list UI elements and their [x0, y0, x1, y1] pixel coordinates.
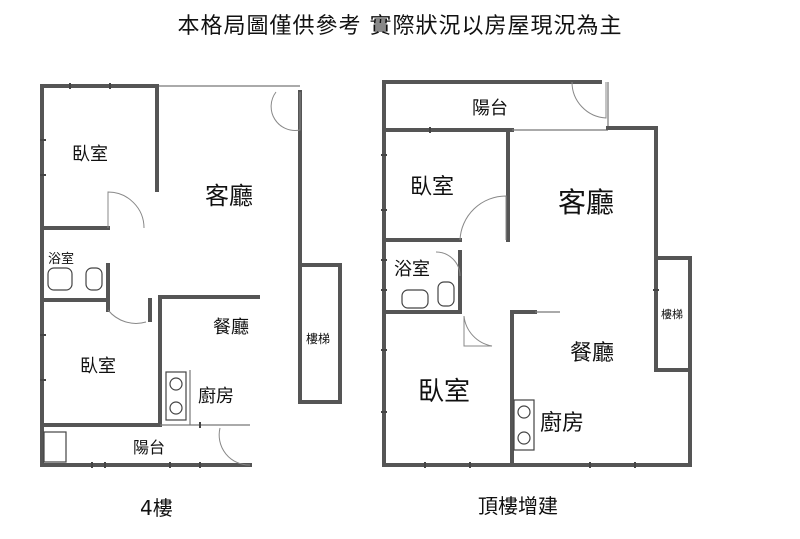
toilet-icon: [401, 289, 429, 309]
room-label-kitchen: 廚房: [540, 411, 584, 436]
floor-caption-4f: 4樓: [140, 496, 173, 520]
stove-icon: [165, 371, 187, 421]
room-label-living: 客廳: [558, 186, 614, 219]
floor-caption-rooftop: 頂樓增建: [478, 494, 558, 518]
room-label-stairs: 樓梯: [661, 307, 683, 321]
room-label-bedroom: 臥室: [72, 144, 108, 165]
room-label-balcony: 陽台: [472, 98, 508, 119]
room-label-dining: 餐廳: [213, 317, 249, 338]
room-label-bath: 浴室: [394, 259, 430, 280]
toilet-icon: [47, 267, 73, 291]
room-label-bedroom: 臥室: [418, 377, 470, 407]
room-label-living: 客廳: [205, 182, 253, 210]
sink-icon: [85, 267, 103, 291]
room-label-stairs: 樓梯: [306, 331, 330, 346]
room-label-bedroom: 臥室: [410, 175, 454, 200]
sink-icon: [437, 281, 455, 307]
room-label-bedroom: 臥室: [80, 356, 116, 377]
page-title: 本格局圖僅供參考 實際狀況以房屋現況為主: [177, 14, 623, 39]
floor-plan-4f: 臥室 客廳 浴室 餐廳 樓梯 臥室 廚房 陽台: [40, 83, 342, 468]
floor-plan-rooftop: 陽台 臥室 客廳 浴室 樓梯 餐廳 臥室 廚房: [381, 80, 692, 468]
room-label-bath: 浴室: [48, 251, 74, 267]
room-label-balcony: 陽台: [133, 438, 165, 457]
stove-icon: [513, 399, 535, 451]
room-label-dining: 餐廳: [570, 341, 614, 366]
room-label-kitchen: 廚房: [198, 385, 234, 407]
